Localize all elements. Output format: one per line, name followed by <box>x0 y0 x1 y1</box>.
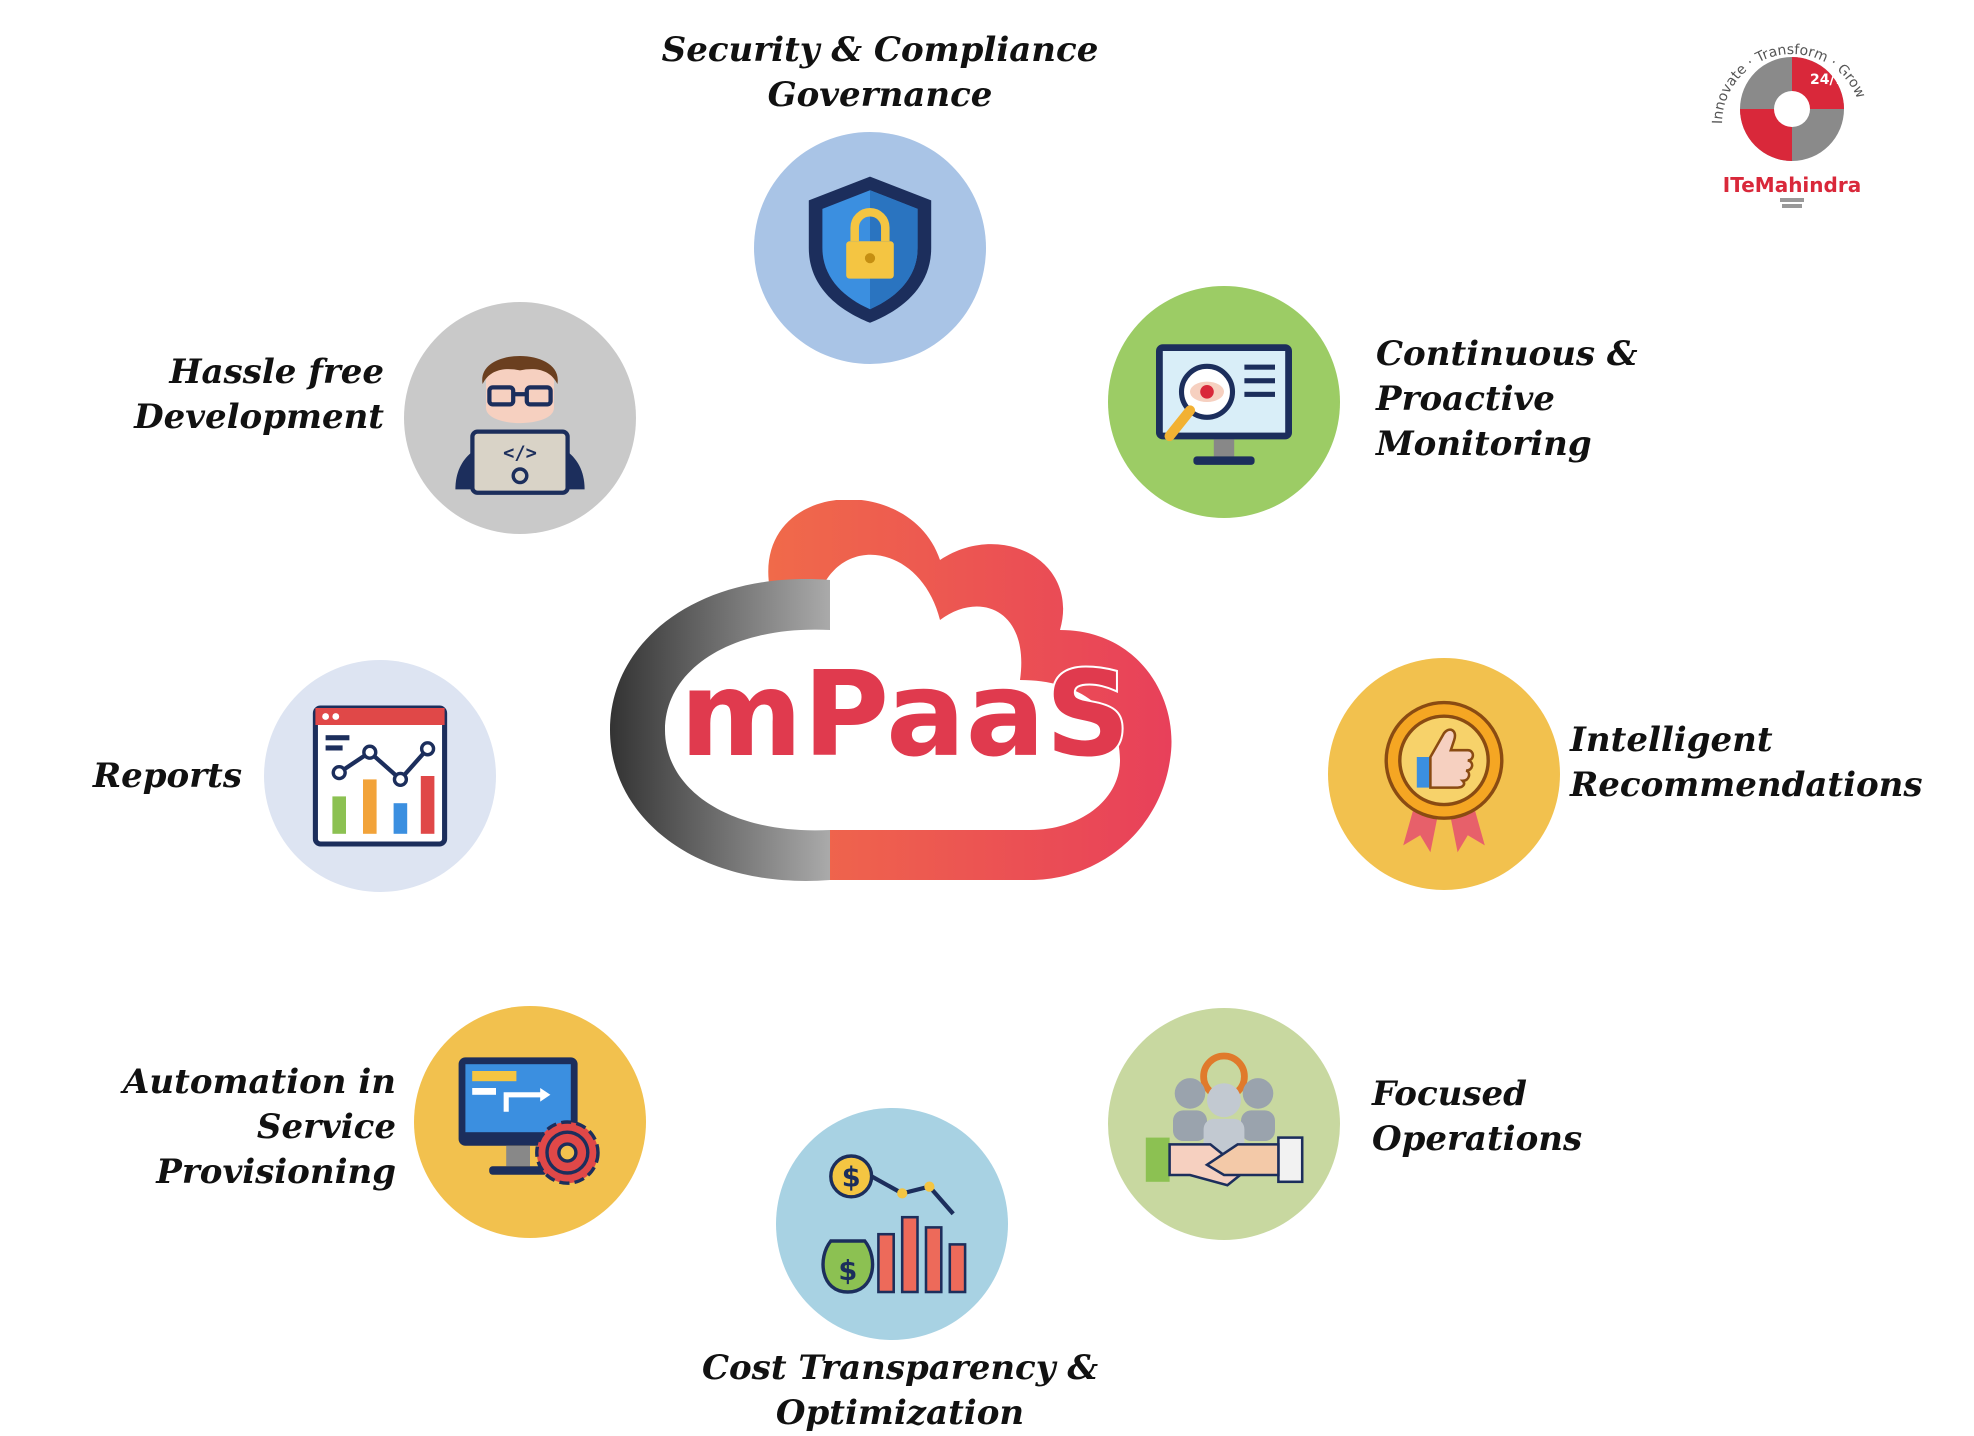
circle-automation <box>414 1006 646 1238</box>
circle-operations <box>1108 1008 1340 1240</box>
developer-laptop-icon: </> <box>455 355 585 495</box>
monitor-eye-icon <box>1156 344 1292 465</box>
award-thumbs-up-icon <box>1384 700 1504 853</box>
svg-text:$: $ <box>838 1256 857 1287</box>
svg-text:ITeMahindra: ITeMahindra <box>1723 173 1861 197</box>
circle-recommendations <box>1328 658 1560 890</box>
svg-text:$: $ <box>842 1163 861 1194</box>
circle-reports <box>264 660 496 892</box>
label-reports: Reports <box>92 756 242 796</box>
money-chart-icon: $ $ <box>821 1154 967 1294</box>
circle-development: </> <box>404 302 636 534</box>
svg-text:24/7: 24/7 <box>1810 72 1844 88</box>
svg-text:</>: </> <box>503 443 537 464</box>
label-cost: Cost Transparency &Optimization <box>701 1348 1099 1433</box>
monitor-gear-icon <box>458 1057 600 1185</box>
shield-lock-icon <box>808 176 932 323</box>
report-chart-icon <box>312 705 448 847</box>
itemahindra-logo: Innovate · Transform · Grow 24/7 ITeMahi… <box>1710 42 1869 208</box>
mpaas-cloud: mPaaS <box>610 500 1172 881</box>
circle-security <box>754 132 986 364</box>
mpaas-title: mPaaS <box>680 645 1131 783</box>
circle-monitoring <box>1108 286 1340 518</box>
team-handshake-icon <box>1145 1052 1304 1187</box>
circle-cost: $ $ <box>776 1108 1008 1340</box>
